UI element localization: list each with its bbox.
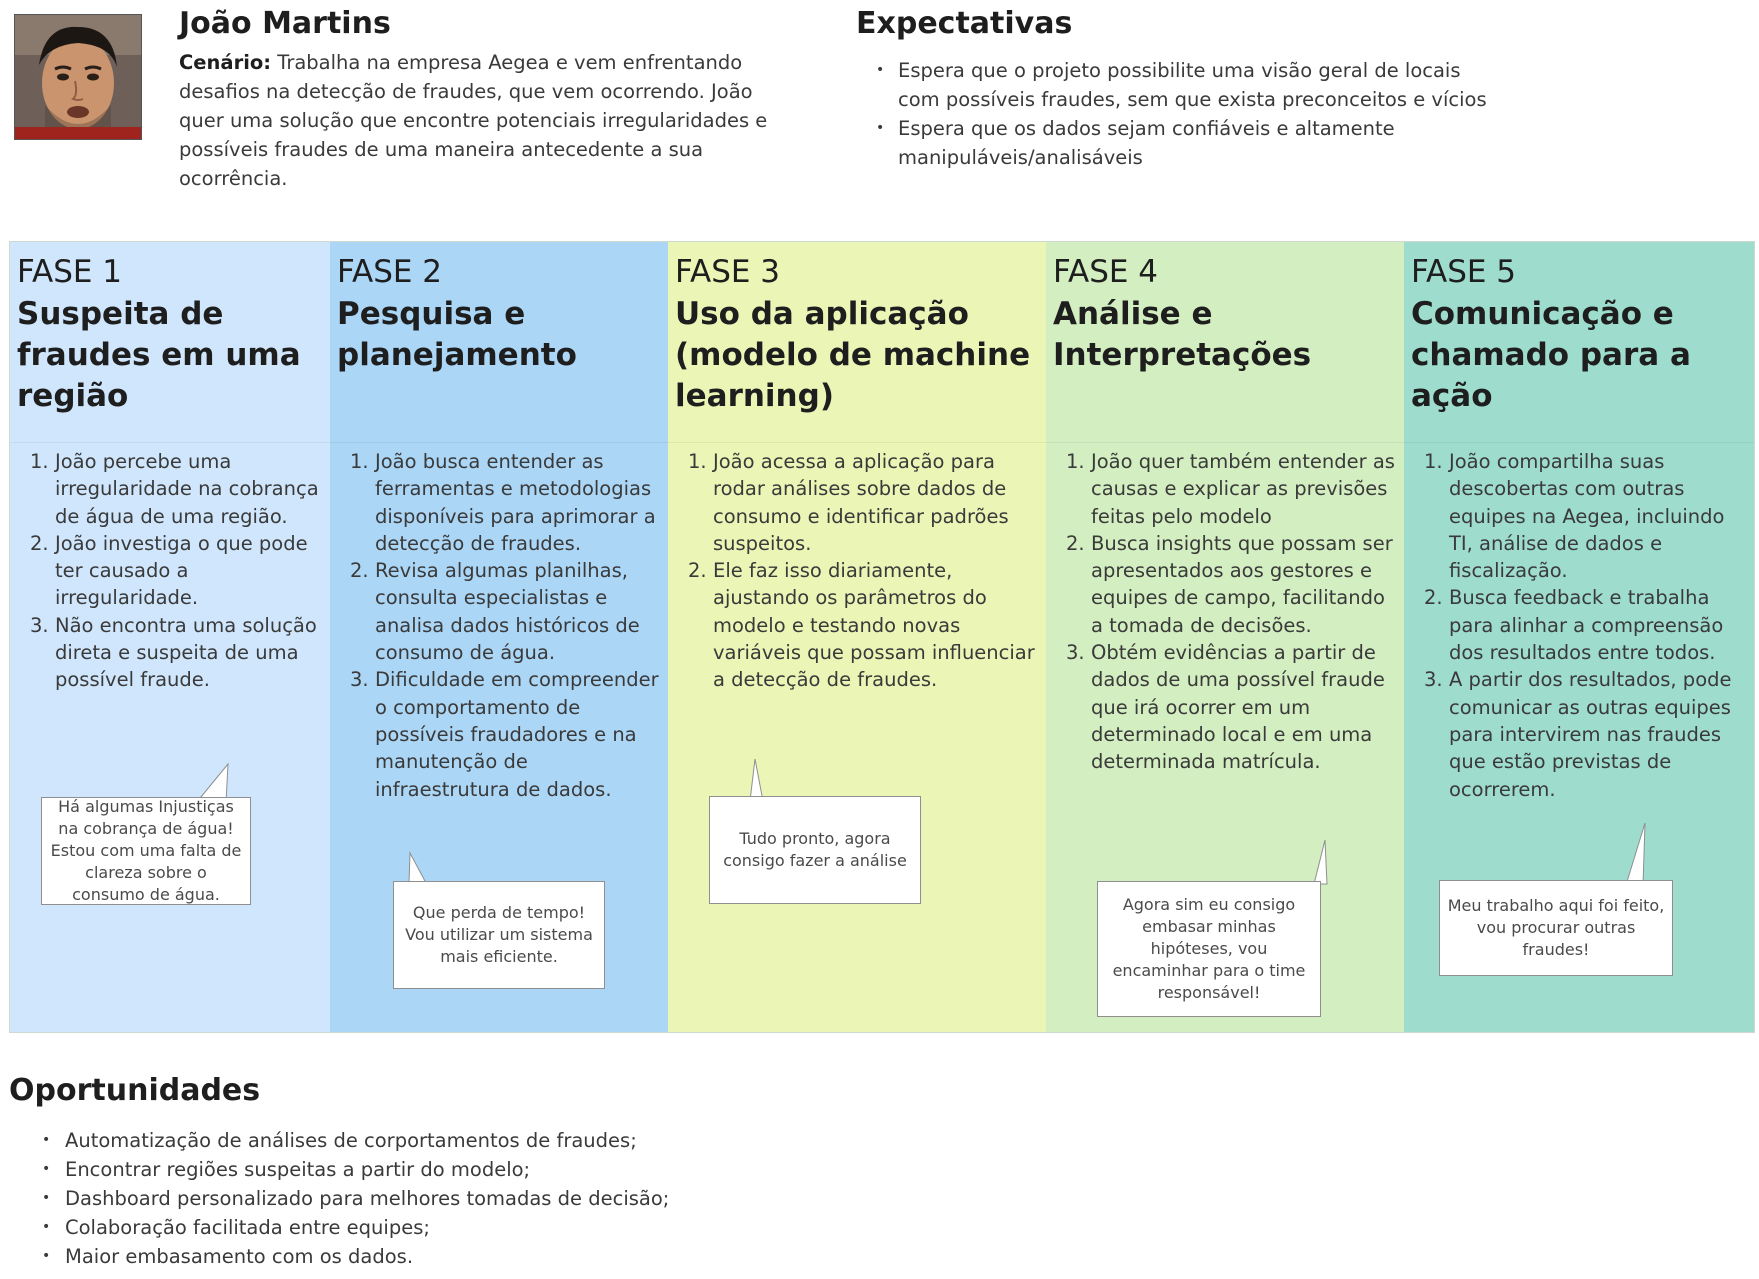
phase-3-header: FASE 3 Uso da aplicação (modelo de machi… [668,242,1046,443]
phase-4-quote-bubble: Agora sim eu consigo embasar minhas hipó… [1097,881,1321,1017]
phase-5-header: FASE 5 Comunicação e chamado para a ação [1404,242,1754,443]
step-item: 2.Busca insights que possam ser apresent… [1066,531,1393,637]
phase-4-steps: 1.João quer também entender as causas e … [1066,448,1396,776]
step-item: 2.Revisa algumas planilhas, consulta esp… [350,559,640,665]
step-item: 1.João compartilha suas descobertas com … [1424,450,1725,583]
phase-1-quote-bubble: Há algumas Injustiças na cobrança de águ… [41,797,251,905]
step-text: João quer também entender as causas e ex… [1091,450,1395,528]
persona-photo [14,14,142,140]
step-text: Busca insights que possam ser apresentad… [1091,531,1393,637]
expectations-list: Espera que o projeto possibilite uma vis… [876,56,1488,172]
phase-2-steps: 1.João busca entender as ferramentas e m… [350,448,660,803]
opportunities-title: Oportunidades [9,1073,261,1108]
phase-1-label: FASE 1 [17,254,123,290]
step-item: 3.A partir dos resultados, pode comunica… [1424,668,1732,801]
scenario-label: Cenário: [179,51,272,74]
step-item: 3.Obtém evidências a partir de dados de … [1066,641,1385,774]
step-item: 1.João busca entender as ferramentas e m… [350,450,656,555]
phase-5-title: Comunicação e chamado para a ação [1411,296,1691,414]
phase-4-header: FASE 4 Análise e Interpretações [1046,242,1404,443]
phase-2-bubble-tail [408,851,427,884]
step-text: João acessa a aplicação para rodar análi… [713,450,1009,555]
step-item: 3.Não encontra uma solução direta e susp… [30,613,317,692]
phase-3-title: Uso da aplicação (modelo de machine lear… [675,296,1031,414]
step-item: 3.Dificuldade em compreender o comportam… [350,668,659,801]
expectations-title: Expectativas [856,6,1073,41]
opportunity-item: Dashboard personalizado para melhores to… [42,1184,669,1213]
journey-board: FASE 1 Suspeita de fraudes em uma região… [9,241,1755,1033]
step-text: Não encontra uma solução direta e suspei… [55,613,317,692]
step-text: Ele faz isso diariamente, ajustando os p… [713,559,1035,692]
opportunities-list: Automatização de análises de corportamen… [42,1126,669,1271]
phase-1-column: FASE 1 Suspeita de fraudes em uma região… [10,242,330,1032]
phase-3-column: FASE 3 Uso da aplicação (modelo de machi… [668,242,1046,1032]
scenario-text: Trabalha na empresa Aegea e vem enfrenta… [179,51,768,190]
opportunity-item: Encontrar regiões suspeitas a partir do … [42,1155,669,1184]
step-item: 2.Ele faz isso diariamente, ajustando os… [688,559,1035,692]
phase-2-column: FASE 2 Pesquisa e planejamento 1.João bu… [330,242,668,1032]
step-item: 1.João percebe uma irregularidade na cob… [30,450,319,528]
step-text: Obtém evidências a partir de dados de um… [1091,641,1385,774]
phase-4-bubble-tail [1313,839,1328,885]
expectation-item: Espera que os dados sejam confiáveis e a… [876,114,1488,172]
phase-4-column: FASE 4 Análise e Interpretações 1.João q… [1046,242,1404,1032]
phase-1-title: Suspeita de fraudes em uma região [17,296,301,414]
opportunity-item: Maior embasamento com os dados. [42,1242,669,1271]
phase-3-quote-bubble: Tudo pronto, agora consigo fazer a análi… [709,796,921,904]
persona-face-image [15,15,141,139]
phase-2-label: FASE 2 [337,254,443,290]
step-text: João compartilha suas descobertas com ou… [1449,450,1725,583]
phase-2-title: Pesquisa e planejamento [337,296,577,373]
step-item: 1.João acessa a aplicação para rodar aná… [688,450,1009,555]
step-text: João busca entender as ferramentas e met… [375,450,656,555]
persona-scenario: Cenário: Trabalha na empresa Aegea e vem… [179,48,769,193]
persona-name: João Martins [179,6,391,41]
step-item: 2.João investiga o que pode ter causado … [30,531,308,610]
step-text: Revisa algumas planilhas, consulta espec… [375,559,640,665]
phase-1-bubble-tail [195,762,229,804]
step-text: Busca feedback e trabalha para alinhar a… [1449,586,1724,665]
phase-1-header: FASE 1 Suspeita de fraudes em uma região [10,242,330,443]
phase-2-header: FASE 2 Pesquisa e planejamento [330,242,668,443]
phase-4-title: Análise e Interpretações [1053,296,1312,373]
step-text: João investiga o que pode ter causado a … [55,531,308,610]
step-text: João percebe uma irregularidade na cobra… [55,450,319,528]
phase-5-column: FASE 5 Comunicação e chamado para a ação… [1404,242,1754,1032]
step-text: A partir dos resultados, pode comunicar … [1449,668,1732,801]
step-item: 2.Busca feedback e trabalha para alinhar… [1424,586,1724,665]
step-item: 1.João quer também entender as causas e … [1066,450,1395,528]
opportunity-item: Automatização de análises de corportamen… [42,1126,669,1155]
phase-3-label: FASE 3 [675,254,781,290]
phase-3-bubble-tail [749,758,764,802]
phase-2-quote-bubble: Que perda de tempo! Vou utilizar um sist… [393,881,605,989]
phase-5-label: FASE 5 [1411,254,1517,290]
step-text: Dificuldade em compreender o comportamen… [375,668,659,801]
phase-5-bubble-tail [1625,822,1646,886]
phase-1-steps: 1.João percebe uma irregularidade na cob… [30,448,322,694]
phase-4-label: FASE 4 [1053,254,1159,290]
phase-3-steps: 1.João acessa a aplicação para rodar aná… [688,448,1038,694]
phase-5-quote-bubble: Meu trabalho aqui foi feito, vou procura… [1439,880,1673,976]
expectation-item: Espera que o projeto possibilite uma vis… [876,56,1488,114]
opportunity-item: Colaboração facilitada entre equipes; [42,1213,669,1242]
phase-5-steps: 1.João compartilha suas descobertas com … [1424,448,1746,803]
